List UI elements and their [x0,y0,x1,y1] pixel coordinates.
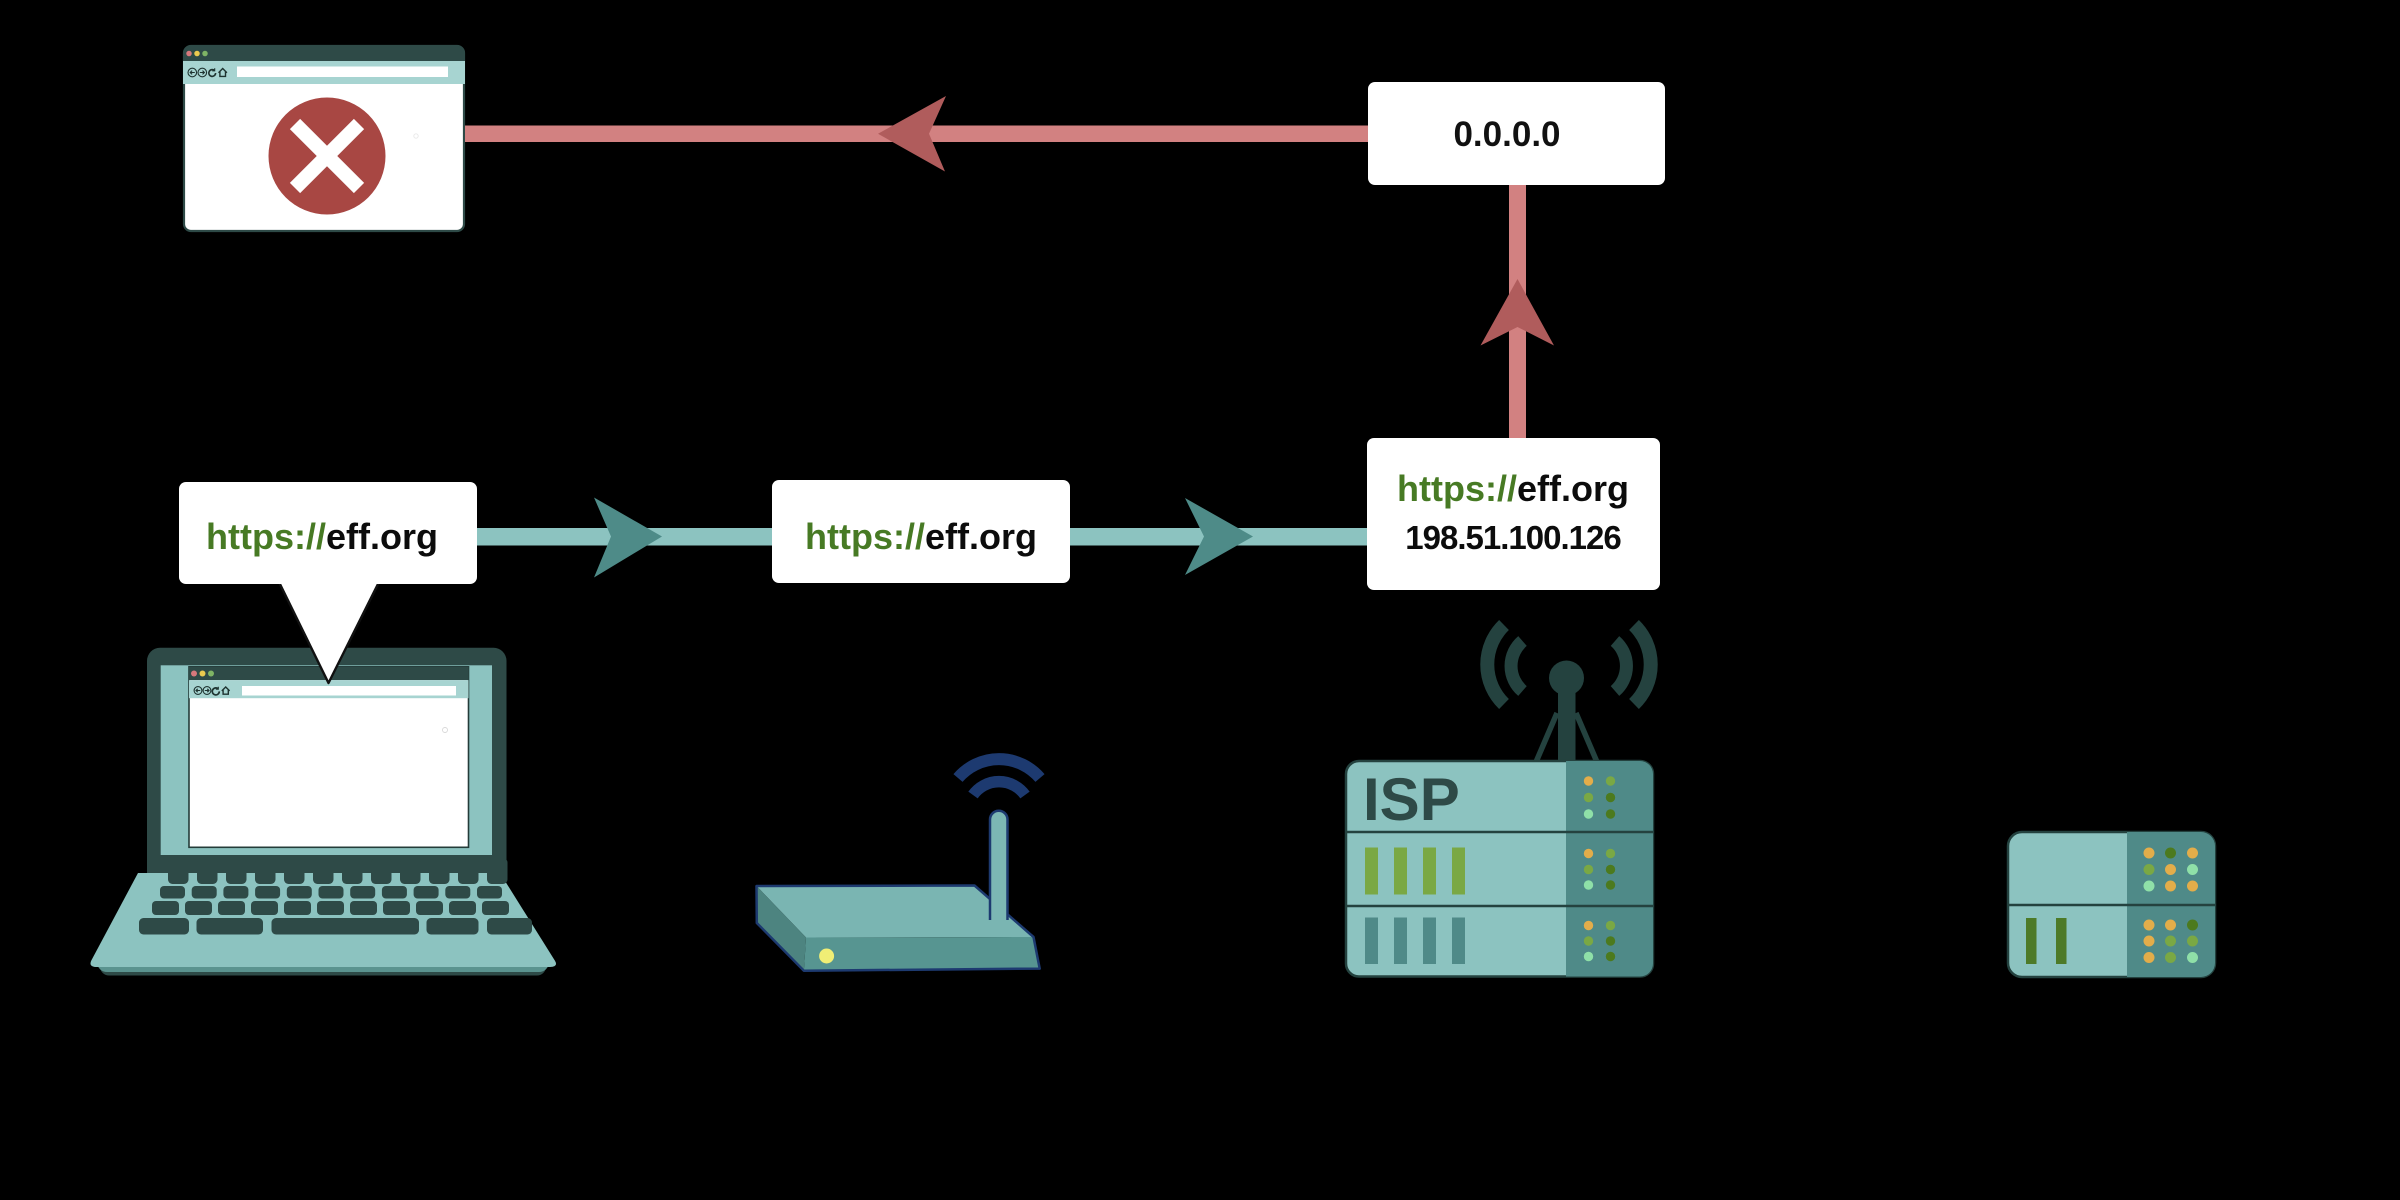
svg-text:https://eff.org: https://eff.org [206,516,438,557]
svg-text:198.51.100.126: 198.51.100.126 [1405,519,1621,556]
svg-text:ISP: ISP [1363,766,1460,833]
svg-text:0.0.0.0: 0.0.0.0 [1453,115,1560,154]
svg-text:https://eff.org: https://eff.org [805,516,1037,557]
svg-text:https://eff.org: https://eff.org [1397,468,1629,509]
